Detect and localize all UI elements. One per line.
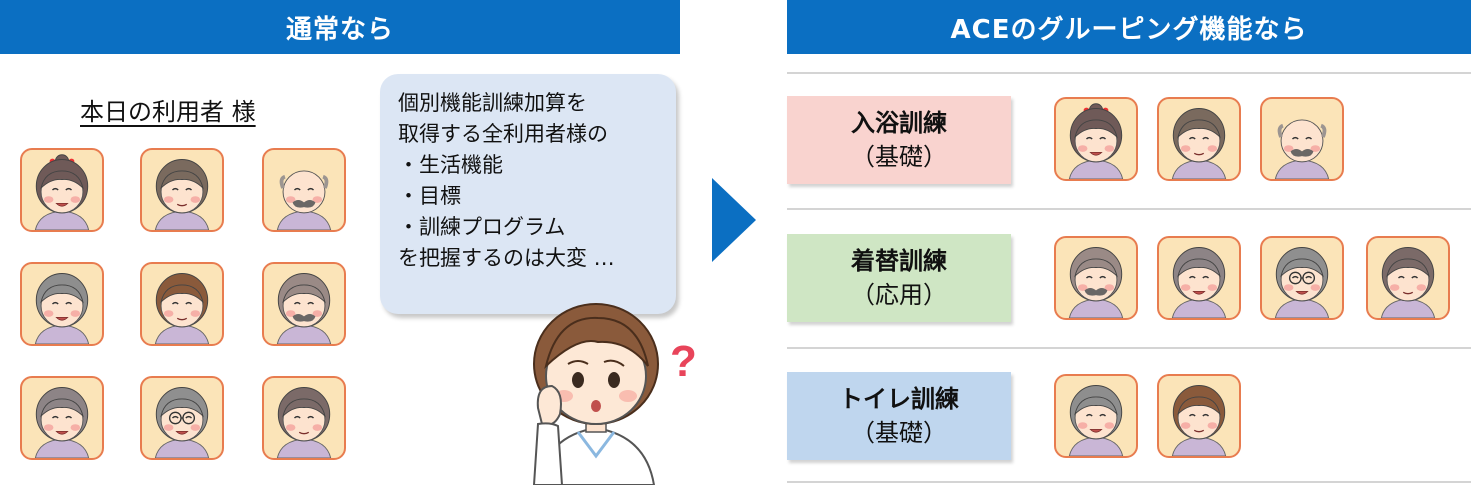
users-label: 本日の利用者 様 — [80, 98, 256, 126]
group-divider — [787, 481, 1471, 483]
elderly-person-icon — [140, 148, 224, 232]
group-bath: 入浴訓練 （基礎） — [787, 96, 1011, 184]
group-divider — [787, 347, 1471, 349]
right-header-title: ACEのグルーピング機能なら — [950, 14, 1308, 45]
elderly-person-icon — [1260, 97, 1344, 181]
elderly-person-icon — [140, 376, 224, 460]
elderly-person-icon — [1054, 236, 1138, 320]
elderly-person-icon — [20, 148, 104, 232]
bubble-line: 取得する全利用者様の — [398, 122, 608, 146]
elderly-person-icon — [20, 376, 104, 460]
group-divider — [787, 72, 1471, 74]
elderly-person-icon — [1157, 374, 1241, 458]
bubble-line: ・生活機能 — [398, 153, 503, 177]
left-header-title: 通常なら — [285, 14, 394, 45]
bubble-line: 個別機能訓練加算を — [398, 91, 587, 115]
group-sub: （応用） — [851, 281, 947, 309]
elderly-person-icon — [1366, 236, 1450, 320]
group-divider — [787, 208, 1471, 210]
group-dress: 着替訓練 （応用） — [787, 234, 1011, 322]
group-sub: （基礎） — [851, 419, 947, 447]
question-mark: ? — [670, 337, 697, 386]
group-title: トイレ訓練 — [839, 385, 959, 413]
group-title: 着替訓練 — [851, 247, 947, 275]
confused-nurse-icon: ? — [532, 303, 697, 485]
right-header: ACEのグルーピング機能なら — [787, 0, 1471, 54]
elderly-person-icon — [1157, 236, 1241, 320]
elderly-person-icon — [262, 148, 346, 232]
bubble-line: を把握するのは大変 … — [398, 246, 615, 270]
elderly-person-icon — [20, 262, 104, 346]
bubble-line: ・目標 — [398, 184, 461, 208]
bubble-line: ・訓練プログラム — [398, 215, 566, 239]
elderly-person-icon — [1054, 374, 1138, 458]
left-header: 通常なら — [0, 0, 680, 54]
elderly-person-icon — [140, 262, 224, 346]
elderly-person-icon — [1157, 97, 1241, 181]
arrow-right-icon — [712, 178, 756, 262]
group-toilet: トイレ訓練 （基礎） — [787, 372, 1011, 460]
elderly-person-icon — [1260, 236, 1344, 320]
group-sub: （基礎） — [851, 143, 947, 171]
elderly-person-icon — [1054, 97, 1138, 181]
elderly-person-icon — [262, 376, 346, 460]
group-title: 入浴訓練 — [851, 109, 947, 137]
elderly-person-icon — [262, 262, 346, 346]
speech-bubble: 個別機能訓練加算を 取得する全利用者様の ・生活機能 ・目標 ・訓練プログラム … — [380, 74, 676, 314]
